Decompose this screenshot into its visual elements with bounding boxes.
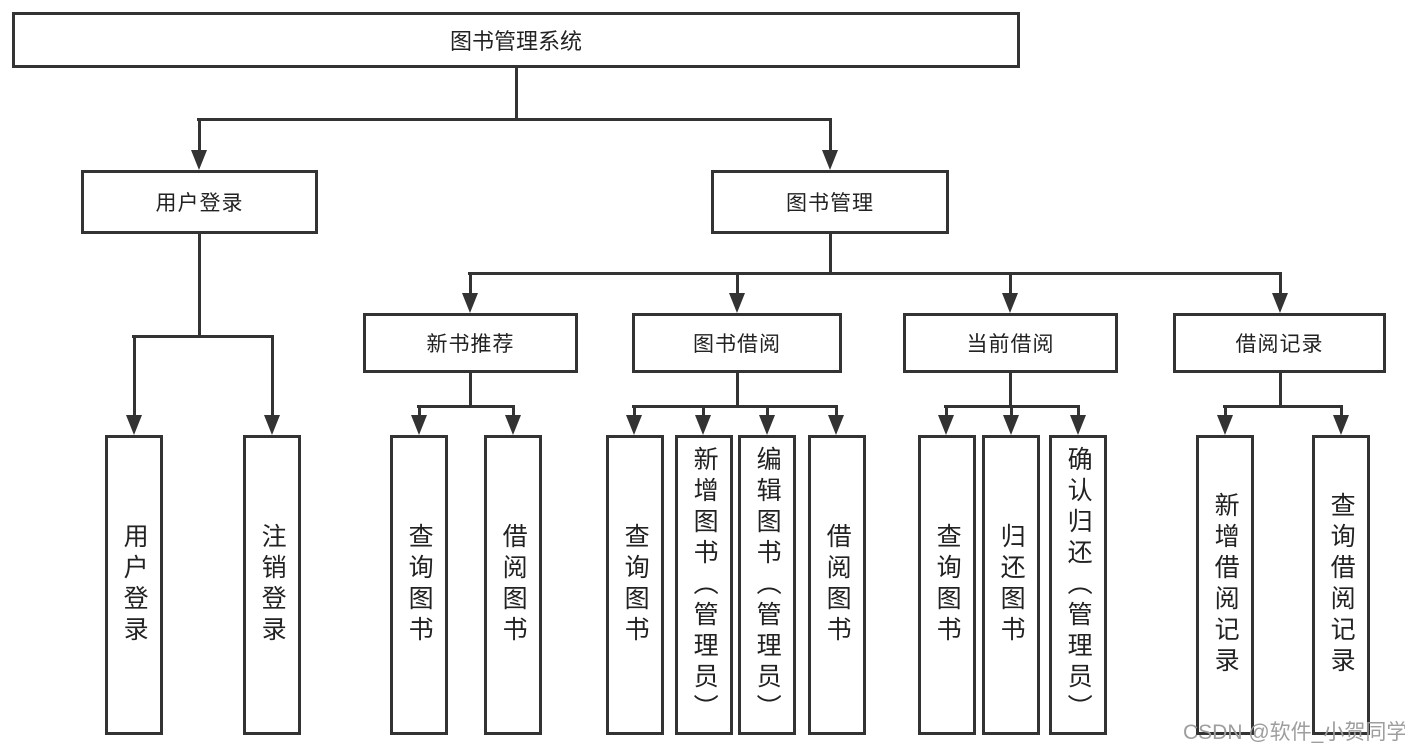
node-book-management: 图书管理 xyxy=(711,170,949,234)
node-current-borrow: 当前借阅 xyxy=(903,313,1118,373)
node-borrow-record-label: 借阅记录 xyxy=(1235,333,1324,356)
node-root-system: 图书管理系统 xyxy=(12,12,1020,68)
connector-vline xyxy=(512,405,515,419)
arrow-down-icon xyxy=(1003,415,1019,435)
node-user-login: 用户登录 xyxy=(81,170,318,234)
leaf-user-login: 用户登录 xyxy=(105,435,163,735)
arrow-down-icon xyxy=(626,415,642,435)
connector-vline xyxy=(945,405,948,419)
leaf-query-borrow-record-label: 查询借阅记录 xyxy=(1327,492,1356,678)
connector-vline xyxy=(736,373,739,408)
leaf-query-book-2: 查询图书 xyxy=(606,435,664,735)
leaf-logout-label: 注销登录 xyxy=(258,523,287,647)
leaf-query-borrow-record: 查询借阅记录 xyxy=(1312,435,1370,735)
connector-vline xyxy=(271,335,274,417)
connector-vline xyxy=(1340,405,1343,419)
connector-hline xyxy=(197,118,832,121)
arrow-down-icon xyxy=(126,415,142,435)
csdn-watermark: CSDN @软件_小贺同学 xyxy=(1183,721,1405,744)
connector-vline xyxy=(469,373,472,408)
leaf-query-book-3: 查询图书 xyxy=(918,435,976,735)
connector-vline xyxy=(198,234,201,338)
leaf-edit-book-admin-label: 编辑图书（管理员） xyxy=(753,445,782,725)
arrow-down-icon xyxy=(828,415,844,435)
node-book-borrow-label: 图书借阅 xyxy=(693,333,781,356)
connector-vline xyxy=(469,272,472,295)
connector-vline xyxy=(633,405,636,419)
arrow-down-icon xyxy=(1333,415,1349,435)
node-borrow-record: 借阅记录 xyxy=(1173,313,1386,373)
connector-hline xyxy=(1223,405,1343,408)
leaf-add-book-admin-label: 新增图书（管理员） xyxy=(690,445,719,725)
leaf-query-book-3-label: 查询图书 xyxy=(933,523,962,647)
leaf-confirm-return-admin-label: 确认归还（管理员） xyxy=(1064,445,1093,725)
leaf-user-login-label: 用户登录 xyxy=(120,523,149,647)
connector-vline xyxy=(1009,373,1012,408)
connector-vline xyxy=(1279,272,1282,295)
leaf-return-book-label: 归还图书 xyxy=(997,523,1026,647)
connector-vline xyxy=(829,118,832,152)
leaf-borrow-book-2-label: 借阅图书 xyxy=(823,523,852,647)
arrow-down-icon xyxy=(1272,293,1288,313)
leaf-borrow-book-1: 借阅图书 xyxy=(484,435,542,735)
leaf-add-borrow-record-label: 新增借阅记录 xyxy=(1211,492,1240,678)
arrow-down-icon xyxy=(1002,293,1018,313)
connector-vline xyxy=(1077,405,1080,419)
leaf-query-book-2-label: 查询图书 xyxy=(621,523,650,647)
connector-vline xyxy=(829,234,832,275)
connector-vline xyxy=(736,272,739,295)
leaf-confirm-return-admin: 确认归还（管理员） xyxy=(1049,435,1107,735)
arrow-down-icon xyxy=(822,150,838,170)
arrow-down-icon xyxy=(411,415,427,435)
connector-vline xyxy=(702,405,705,419)
connector-vline xyxy=(766,405,769,419)
connector-vline xyxy=(418,405,421,419)
node-current-borrow-label: 当前借阅 xyxy=(966,333,1055,356)
leaf-add-book-admin: 新增图书（管理员） xyxy=(675,435,733,735)
leaf-add-borrow-record: 新增借阅记录 xyxy=(1196,435,1254,735)
connector-vline xyxy=(1224,405,1227,419)
arrow-down-icon xyxy=(505,415,521,435)
leaf-edit-book-admin: 编辑图书（管理员） xyxy=(738,435,796,735)
arrow-down-icon xyxy=(264,415,280,435)
connector-vline xyxy=(835,405,838,419)
arrow-down-icon xyxy=(729,293,745,313)
connector-hline xyxy=(132,335,274,338)
node-user-login-label: 用户登录 xyxy=(155,192,244,215)
node-book-borrow: 图书借阅 xyxy=(632,313,842,373)
leaf-query-book-1-label: 查询图书 xyxy=(405,523,434,647)
connector-vline xyxy=(198,118,201,152)
arrow-down-icon xyxy=(695,415,711,435)
node-root-label: 图书管理系统 xyxy=(449,29,582,54)
arrow-down-icon xyxy=(1070,415,1086,435)
connector-hline xyxy=(417,405,515,408)
arrow-down-icon xyxy=(938,415,954,435)
leaf-borrow-book-1-label: 借阅图书 xyxy=(499,523,528,647)
connector-vline xyxy=(1279,373,1282,408)
arrow-down-icon xyxy=(1217,415,1233,435)
node-book-management-label: 图书管理 xyxy=(786,192,874,215)
arrow-down-icon xyxy=(759,415,775,435)
leaf-borrow-book-2: 借阅图书 xyxy=(808,435,866,735)
leaf-return-book: 归还图书 xyxy=(982,435,1040,735)
arrow-down-icon xyxy=(191,150,207,170)
leaf-logout: 注销登录 xyxy=(243,435,301,735)
connector-vline xyxy=(1009,272,1012,295)
connector-vline xyxy=(1010,405,1013,419)
leaf-query-book-1: 查询图书 xyxy=(390,435,448,735)
node-new-book-recommend: 新书推荐 xyxy=(363,313,578,373)
node-new-book-recommend-label: 新书推荐 xyxy=(426,333,515,356)
connector-hline xyxy=(632,405,838,408)
connector-vline xyxy=(515,68,518,121)
arrow-down-icon xyxy=(462,293,478,313)
connector-hline xyxy=(468,272,1282,275)
connector-vline xyxy=(133,335,136,417)
